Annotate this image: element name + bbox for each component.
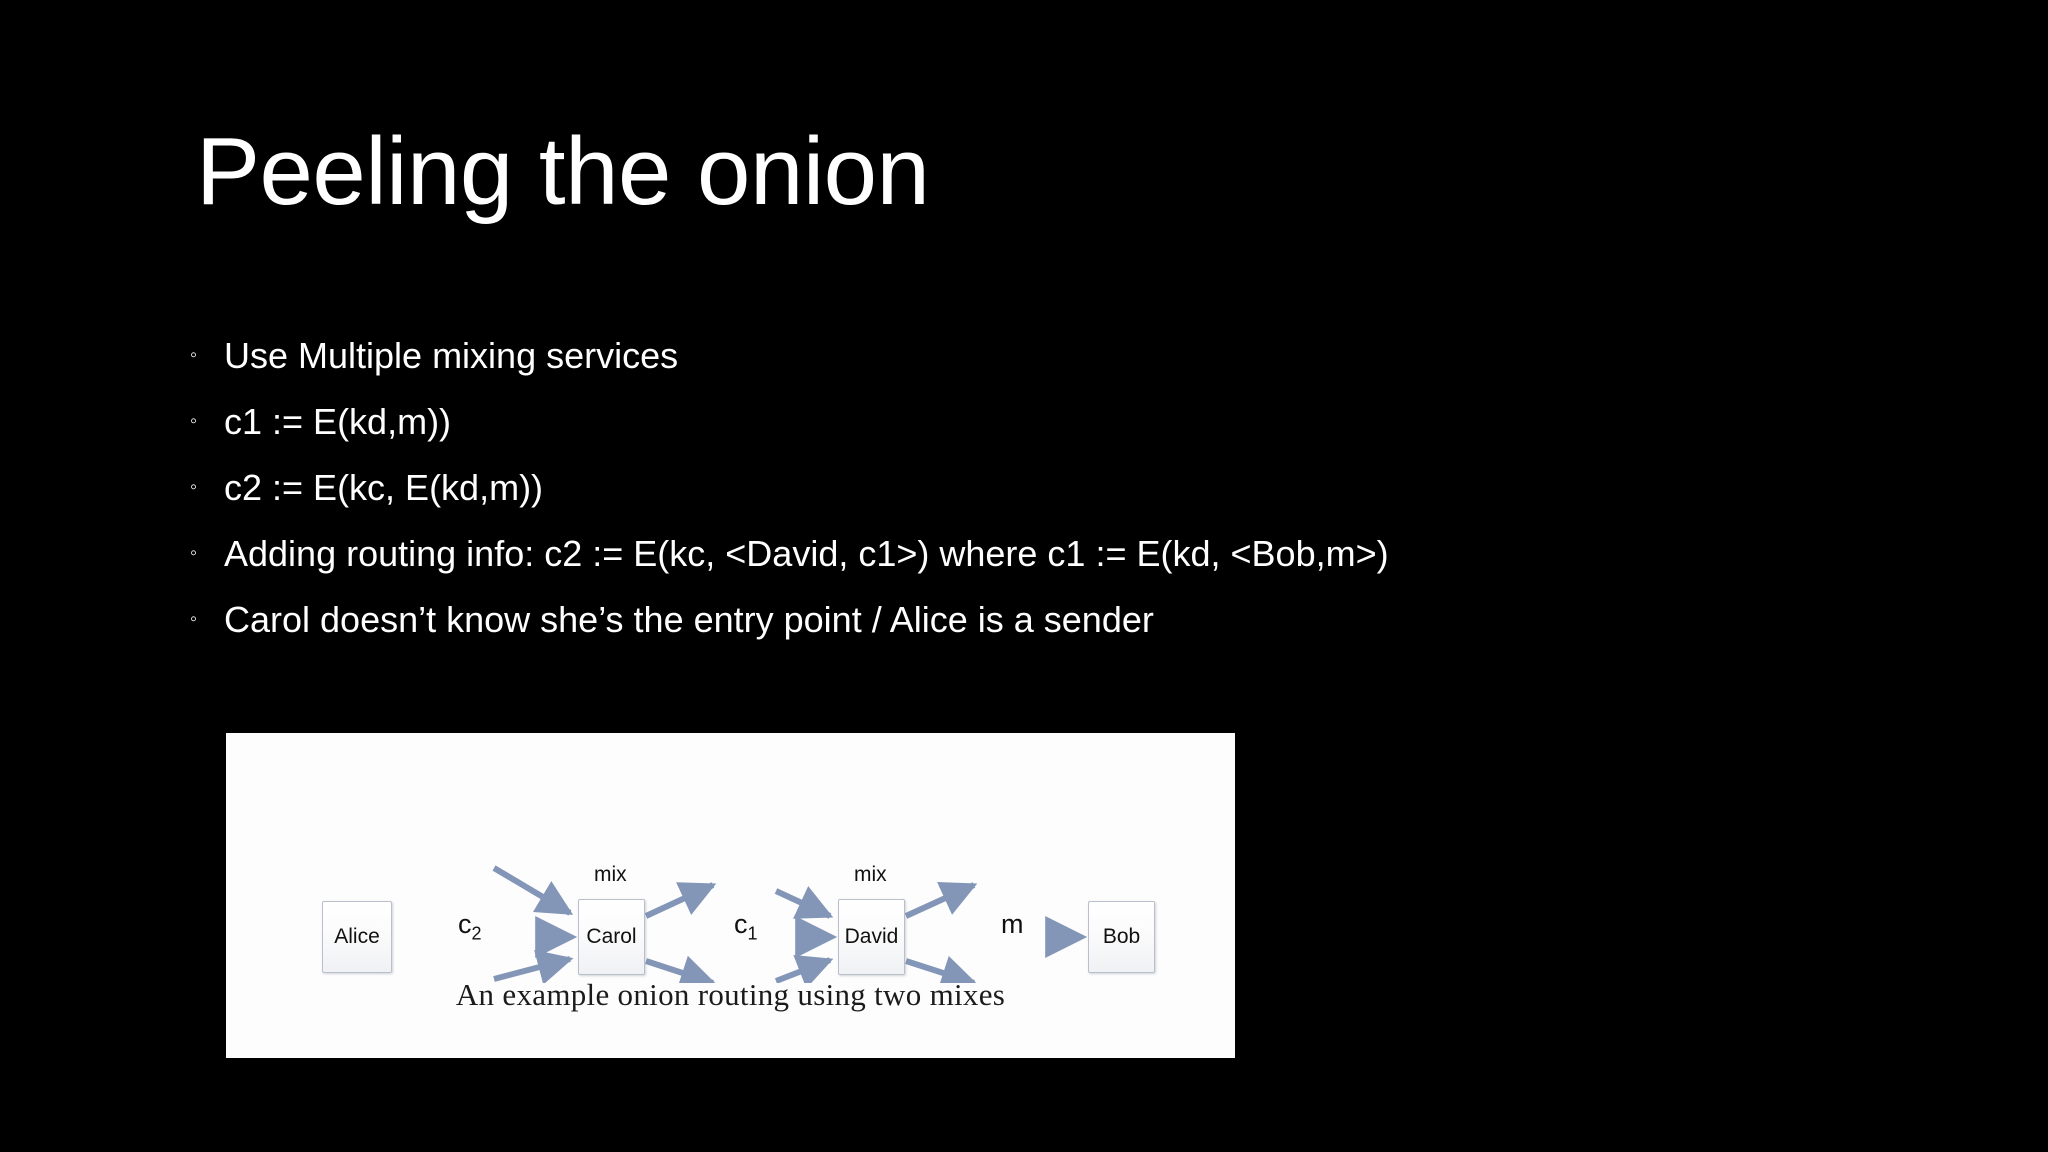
node-carol: Carol: [578, 899, 645, 975]
list-item: ◦ c1 := E(kd,m)): [190, 404, 1950, 440]
list-item-label: c1 := E(kd,m)): [224, 401, 452, 442]
list-item: ◦ Carol doesn’t know she’s the entry poi…: [190, 602, 1950, 638]
node-alice: Alice: [322, 901, 392, 973]
figure-panel: Alice Carol David Bob mix mix c2 c1 m An…: [226, 733, 1235, 1058]
figure-caption: An example onion routing using two mixes: [455, 977, 1006, 1012]
bullet-marker-icon: ◦: [190, 476, 198, 498]
edge-label-c1-base: c: [734, 909, 748, 939]
list-item: ◦ Use Multiple mixing services: [190, 338, 1950, 374]
edge-label-c1: c1: [734, 909, 758, 944]
node-bob-label: Bob: [1102, 925, 1141, 948]
bullet-list: ◦ Use Multiple mixing services ◦ c1 := E…: [190, 338, 1950, 668]
edge-label-m: m: [1001, 909, 1024, 940]
list-item-label: Adding routing info: c2 := E(kc, <David,…: [224, 533, 1389, 574]
list-item-label: Use Multiple mixing services: [224, 335, 679, 376]
edge-cover-out-carol-1: [644, 882, 717, 919]
mix-label-carol: mix: [594, 863, 627, 886]
bullet-marker-icon: ◦: [190, 608, 198, 630]
node-david-label: David: [844, 925, 899, 948]
edge-cover-in-david-1: [774, 886, 834, 919]
node-david: David: [838, 899, 905, 975]
edge-label-c2: c2: [458, 909, 482, 944]
bullet-marker-icon: ◦: [190, 542, 198, 564]
bullet-marker-icon: ◦: [190, 344, 198, 366]
node-bob: Bob: [1088, 901, 1155, 973]
list-item-label: c2 := E(kc, E(kd,m)): [224, 467, 544, 508]
node-alice-label: Alice: [334, 925, 380, 948]
node-carol-label: Carol: [586, 925, 637, 948]
edge-cover-in-carol-1: [492, 865, 574, 916]
list-item: ◦ c2 := E(kc, E(kd,m)): [190, 470, 1950, 506]
edge-label-m-base: m: [1001, 909, 1024, 939]
onion-routing-diagram: Alice Carol David Bob mix mix c2 c1 m: [226, 733, 1235, 983]
page-title: Peeling the onion: [196, 118, 930, 225]
bullet-marker-icon: ◦: [190, 410, 198, 432]
edge-cover-out-david-1: [904, 882, 978, 919]
list-item: ◦ Adding routing info: c2 := E(kc, <Davi…: [190, 536, 1950, 572]
list-item-label: Carol doesn’t know she’s the entry point…: [224, 599, 1154, 640]
edge-cover-in-carol-2: [493, 949, 574, 983]
edge-label-c2-base: c: [458, 909, 472, 939]
edge-label-c2-sub: 2: [471, 923, 482, 944]
mix-label-david: mix: [854, 863, 887, 886]
edge-label-c1-sub: 1: [747, 923, 758, 944]
